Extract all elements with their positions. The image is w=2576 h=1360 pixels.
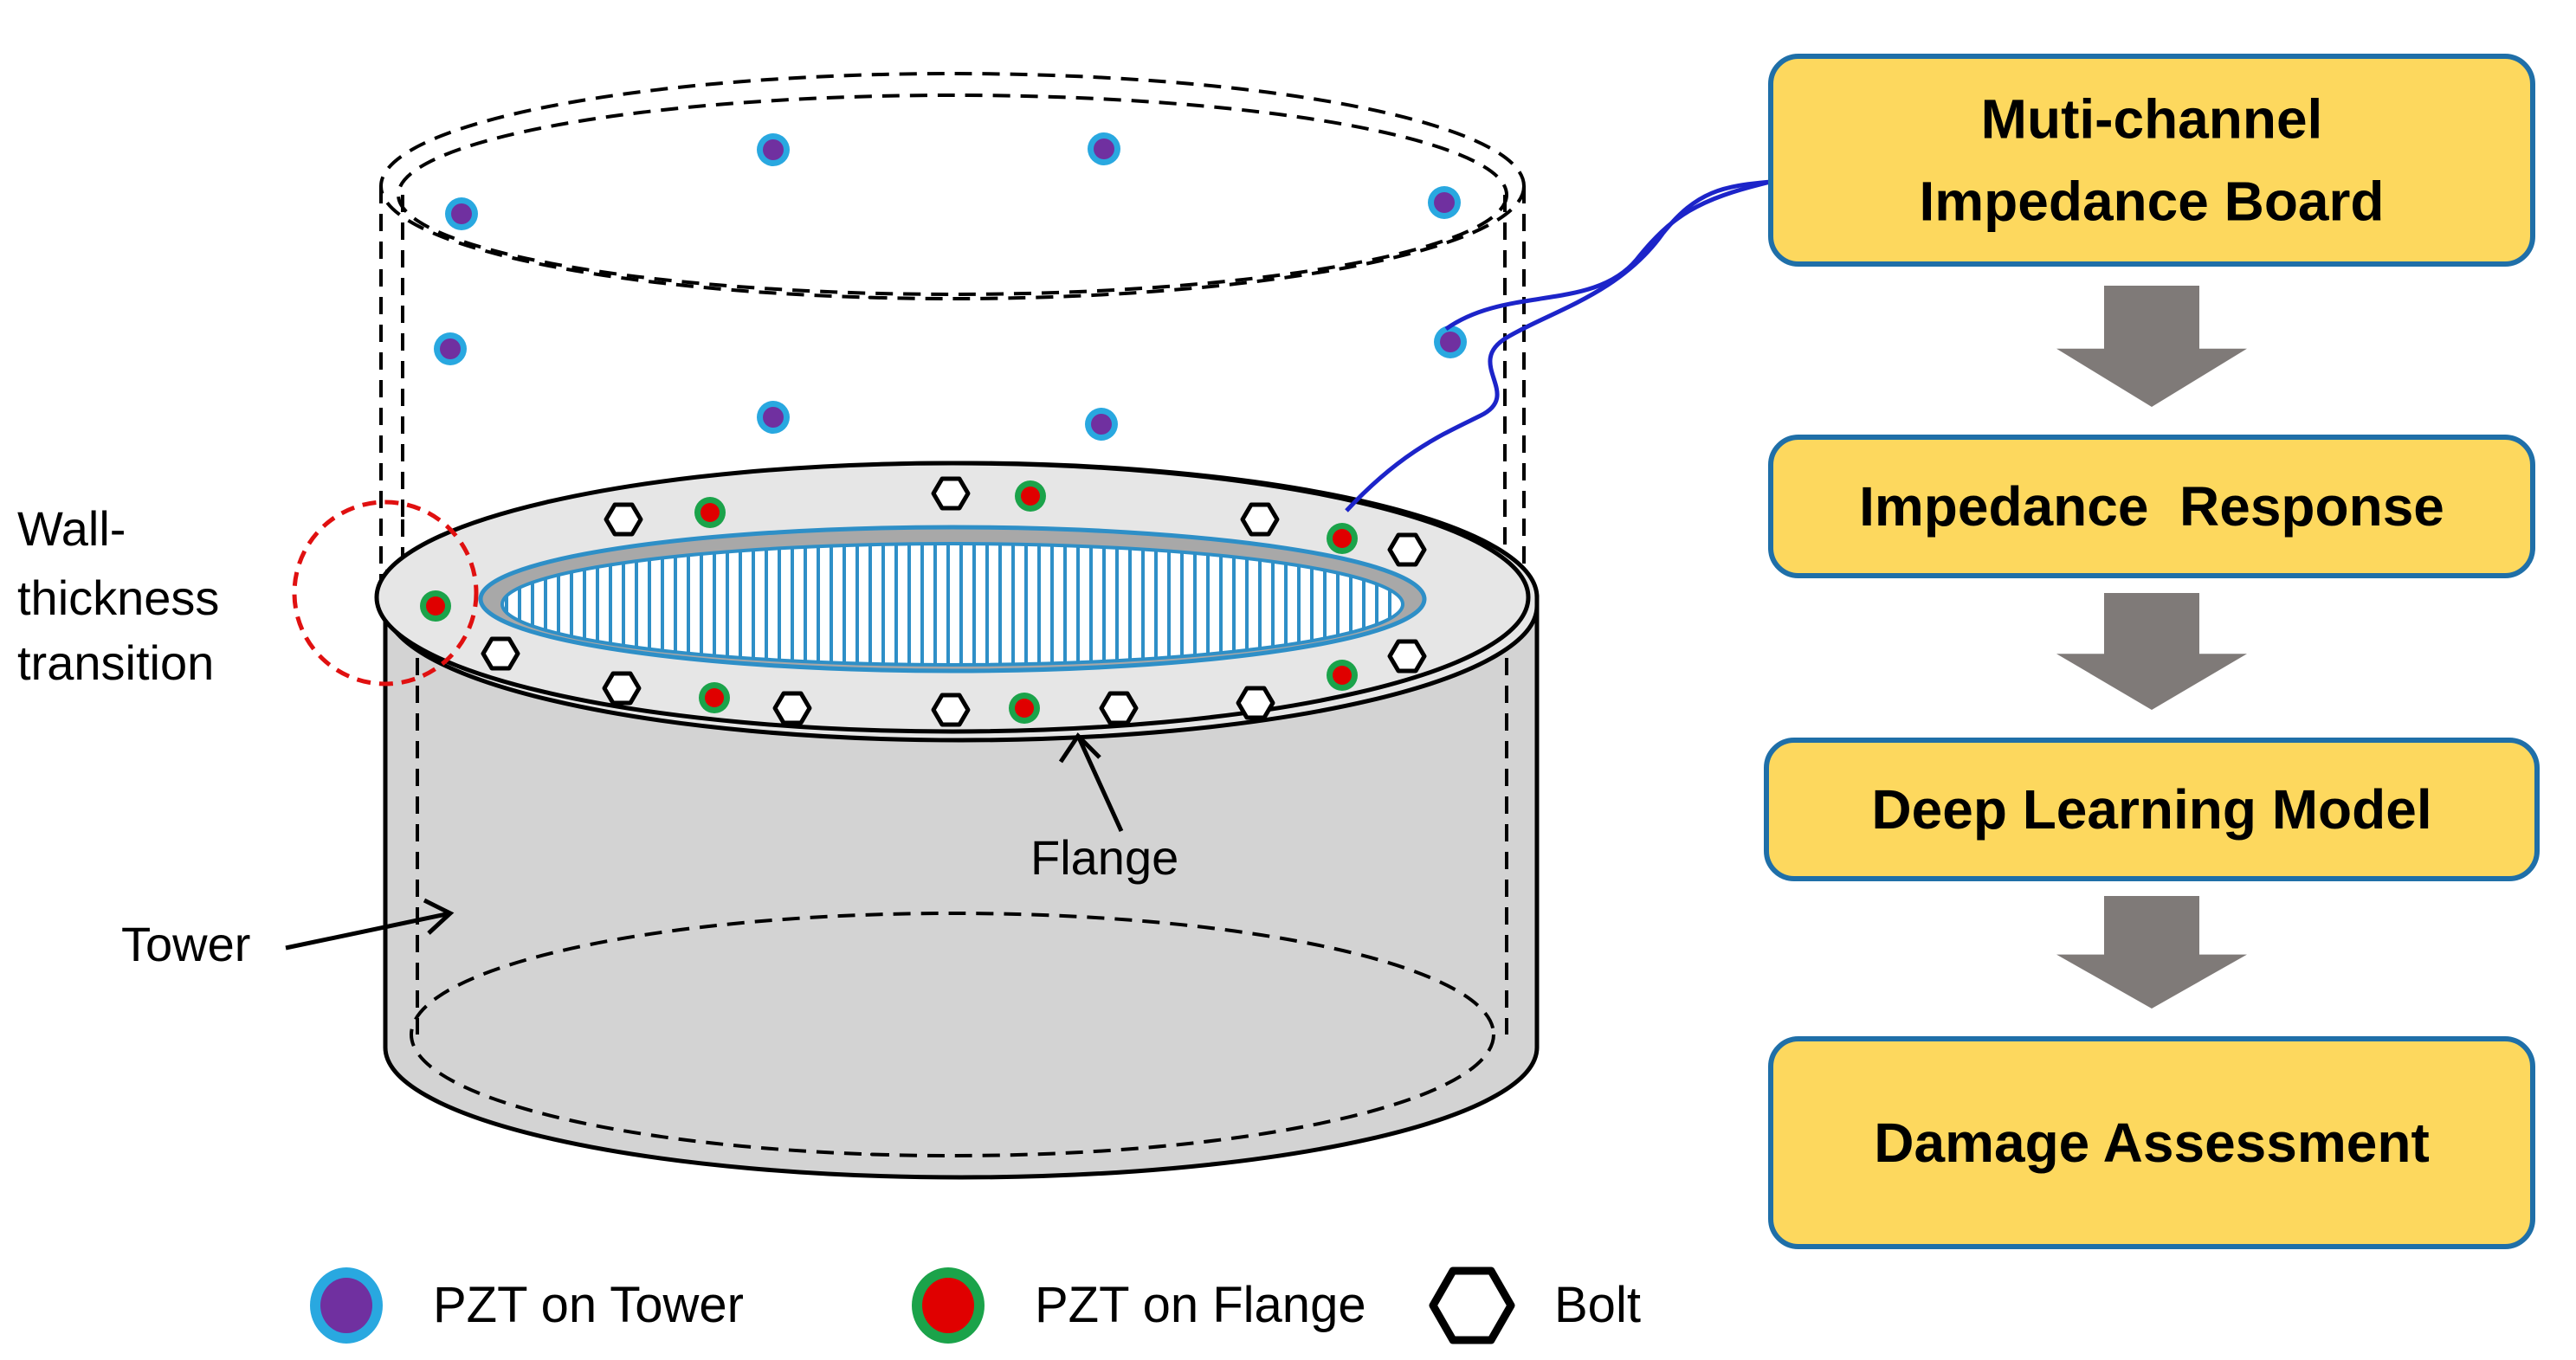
bolt-icon (931, 693, 971, 727)
wall-transition-callout (292, 500, 479, 686)
wall-label-line1: Wall- (17, 501, 126, 556)
pzt-tower-marker (1434, 325, 1467, 358)
bolt-icon (1387, 532, 1427, 567)
bolt-icon (1387, 639, 1427, 674)
tower-label: Tower (121, 917, 250, 971)
pzt-flange-group (420, 480, 1358, 724)
cables (1345, 179, 1772, 512)
pzt-tower-marker (1428, 186, 1461, 219)
pzt-tower-marker (434, 332, 467, 365)
legend: PZT on Tower PZT on Flange Bolt (310, 1267, 1641, 1344)
flow-box-text: Damage Assessment (1874, 1112, 2430, 1174)
bolt-icon (481, 636, 520, 671)
flow-box-damage-assessment: Damage Assessment (1768, 1036, 2535, 1249)
flow-box-text: Deep Learning Model (1871, 778, 2431, 841)
pzt-flange-marker (1327, 523, 1358, 554)
pzt-flange-marker (1009, 693, 1040, 724)
pzt-flange-marker (699, 682, 730, 713)
pzt-tower-marker (757, 133, 790, 166)
flange-label: Flange (1030, 830, 1178, 885)
flow-box-deep-learning-model: Deep Learning Model (1764, 738, 2540, 881)
flow-box-text: Muti-channel (1981, 88, 2323, 151)
flow-arrow-down-icon (2056, 593, 2247, 710)
pzt-flange-marker (1327, 660, 1358, 691)
flow-box-text: Impedance Board (1919, 171, 2384, 233)
tower-inner-base-dashed (410, 912, 1495, 1157)
bolt-icon (1099, 691, 1139, 725)
legend-pzt-flange-label: PZT on Flange (1035, 1277, 1366, 1333)
flow-box-impedance-response: Impedance Response (1768, 435, 2535, 578)
bolt-icon (772, 691, 812, 725)
wall-label-line3: transition (17, 635, 214, 690)
pzt-tower-marker (1088, 132, 1120, 165)
pzt-tower-group (434, 132, 1467, 441)
flow-box-text: Impedance Response (1859, 475, 2444, 538)
pzt-flange-marker (1015, 480, 1046, 512)
bolt-icon (602, 671, 642, 706)
pzt-tower-marker (1085, 408, 1118, 441)
legend-bolt-label: Bolt (1554, 1277, 1641, 1333)
tower-body (383, 595, 1540, 1180)
legend-bolt-icon (1429, 1267, 1515, 1344)
flow-arrow-down-icon (2056, 286, 2247, 407)
bolts-group (481, 476, 1427, 727)
pzt-tower-marker (757, 401, 790, 434)
wall-label-line2: thickness (17, 570, 219, 625)
bolt-icon (1236, 686, 1275, 720)
bolt-icon (931, 476, 971, 511)
bolt-icon (604, 502, 643, 537)
legend-pzt-tower-label: PZT on Tower (433, 1277, 744, 1333)
flange (374, 461, 1540, 743)
pzt-flange-marker (694, 497, 726, 528)
flow-arrow-down-icon (2056, 896, 2247, 1009)
pzt-flange-marker (420, 590, 451, 622)
pzt-tower-marker (445, 197, 478, 230)
bolt-icon (1240, 502, 1280, 537)
